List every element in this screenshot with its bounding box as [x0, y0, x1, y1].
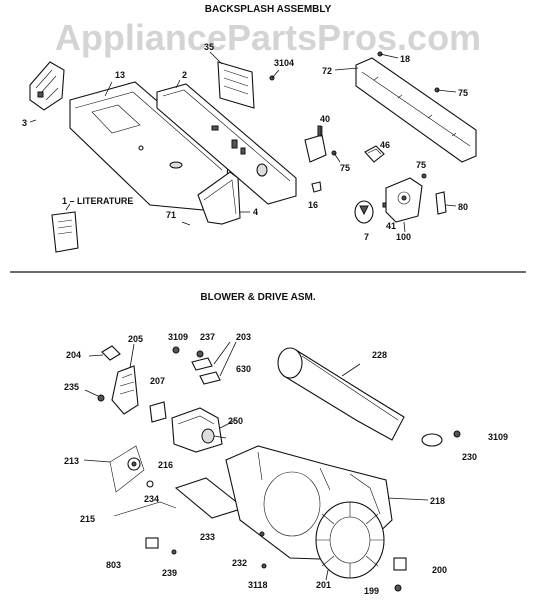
- part-200-bracket: [393, 557, 407, 571]
- part-100-timer: [385, 177, 423, 233]
- part-75-screw-a: [434, 87, 457, 93]
- label-803: 803: [106, 560, 121, 570]
- part-203-motor-clips: [191, 341, 237, 385]
- label-207: 207: [150, 376, 165, 386]
- part-239-screw: [171, 549, 177, 555]
- part-204-clip: [88, 345, 121, 361]
- label-75-b: 75: [340, 163, 350, 173]
- label-232: 232: [232, 558, 247, 568]
- part-213-belt: [83, 445, 145, 493]
- part-75-screw-b: [331, 150, 341, 163]
- label-3109-a: 3109: [168, 332, 188, 342]
- blower-title: BLOWER & DRIVE ASM.: [200, 292, 315, 303]
- part-228-duct: [277, 347, 405, 441]
- label-200: 200: [432, 565, 447, 575]
- label-13: 13: [115, 70, 125, 80]
- part-803-connector: [145, 537, 159, 549]
- label-239: 239: [162, 568, 177, 578]
- part-1-literature: [51, 203, 79, 253]
- label-213: 213: [64, 456, 79, 466]
- label-218: 218: [430, 496, 445, 506]
- part-199-screw: [394, 584, 402, 592]
- part-75-screw-c: [421, 173, 427, 179]
- label-228: 228: [372, 350, 387, 360]
- part-250-motor: [171, 407, 237, 453]
- part-235-screw: [84, 389, 105, 402]
- label-100: 100: [396, 232, 411, 242]
- part-230-thermostat: [421, 433, 443, 447]
- part-40-switch: [304, 125, 327, 163]
- part-71-screw: [181, 221, 191, 226]
- watermark: AppliancePartsPros.com: [55, 17, 481, 58]
- part-3109-screw-b: [453, 430, 461, 438]
- label-234: 234: [144, 494, 159, 504]
- label-7: 7: [364, 232, 369, 242]
- label-204: 204: [66, 350, 81, 360]
- label-72: 72: [322, 66, 332, 76]
- part-232-screw: [259, 531, 265, 537]
- label-2: 2: [182, 70, 187, 80]
- part-4-end-cap: [197, 171, 250, 225]
- part-205-idler-bracket: [111, 343, 139, 415]
- part-215-rod: [113, 501, 177, 517]
- part-80-knob: [435, 191, 457, 215]
- label-3109-b: 3109: [488, 432, 508, 442]
- label-630: 630: [236, 364, 251, 374]
- label-40: 40: [320, 114, 330, 124]
- part-16-knob: [311, 181, 322, 193]
- label-46: 46: [380, 140, 390, 150]
- label-3104: 3104: [274, 58, 294, 68]
- label-35: 35: [204, 42, 214, 52]
- label-237: 237: [200, 332, 215, 342]
- part-237-screw: [196, 350, 204, 358]
- label-1-literature: 1 – LITERATURE: [62, 196, 133, 206]
- part-18-screw: [377, 51, 399, 59]
- label-3: 3: [22, 118, 27, 128]
- part-234-washer: [146, 480, 154, 488]
- label-215: 215: [80, 514, 95, 524]
- part-201-blower-wheel: [315, 501, 385, 581]
- part-216-pulley: [127, 457, 141, 471]
- part-3104-screw: [269, 69, 280, 81]
- label-233: 233: [200, 532, 215, 542]
- label-18: 18: [400, 54, 410, 64]
- label-80: 80: [458, 202, 468, 212]
- backsplash-title: BACKSPLASH ASSEMBLY: [205, 4, 332, 15]
- label-75-c: 75: [416, 160, 426, 170]
- label-71: 71: [166, 210, 176, 220]
- part-46-knob: [364, 145, 385, 163]
- part-3118-screw: [261, 563, 267, 569]
- label-205: 205: [128, 334, 143, 344]
- label-201: 201: [316, 580, 331, 590]
- part-72-rear-panel: [334, 57, 477, 163]
- label-41: 41: [386, 221, 396, 231]
- part-35-control-board: [209, 51, 255, 109]
- label-203: 203: [236, 332, 251, 342]
- part-7-dial: [354, 200, 374, 224]
- label-216: 216: [158, 460, 173, 470]
- label-230: 230: [462, 452, 477, 462]
- part-2-bracket: [156, 79, 297, 205]
- part-3-end-cap: [29, 61, 65, 123]
- label-250: 250: [228, 416, 243, 426]
- label-235: 235: [64, 382, 79, 392]
- part-207-switch: [149, 401, 167, 423]
- label-16: 16: [308, 200, 318, 210]
- label-4: 4: [253, 207, 258, 217]
- label-3118: 3118: [248, 580, 268, 590]
- label-199: 199: [364, 586, 379, 596]
- label-75-a: 75: [458, 88, 468, 98]
- part-3109-screw-a: [172, 346, 180, 354]
